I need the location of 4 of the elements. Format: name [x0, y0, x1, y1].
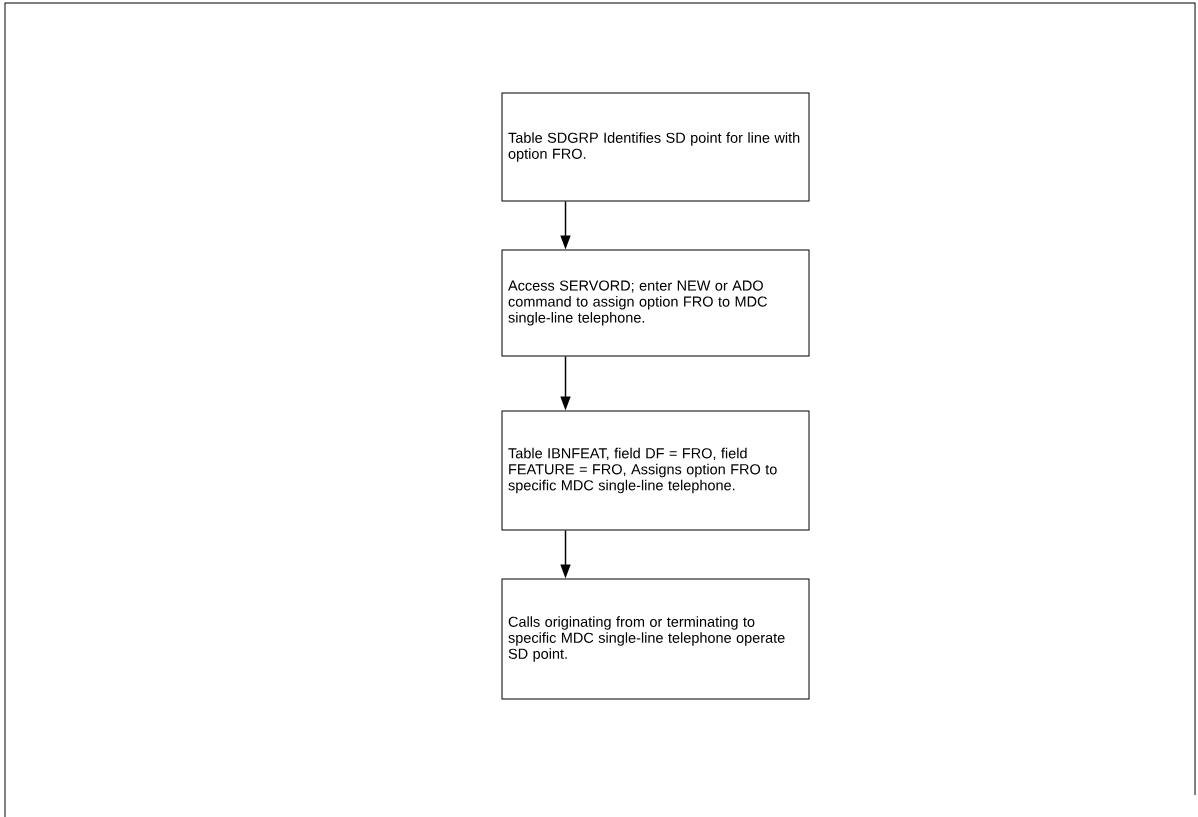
process-box: Calls originating from or terminating to specific MDC single-line telephone operate SD point.: [501, 578, 810, 700]
process-box: Access SERVORD; enter NEW or ADO command to assign option FRO to MDC single-line telephone.: [501, 249, 810, 357]
process-box: Table IBNFEAT, field DF = FRO, field FEATURE = FRO, Assigns option FRO to specific MDC single-line telephone.: [501, 410, 810, 531]
process-box: Table SDGRP Identifies SD point for line with option FRO.: [501, 92, 810, 202]
